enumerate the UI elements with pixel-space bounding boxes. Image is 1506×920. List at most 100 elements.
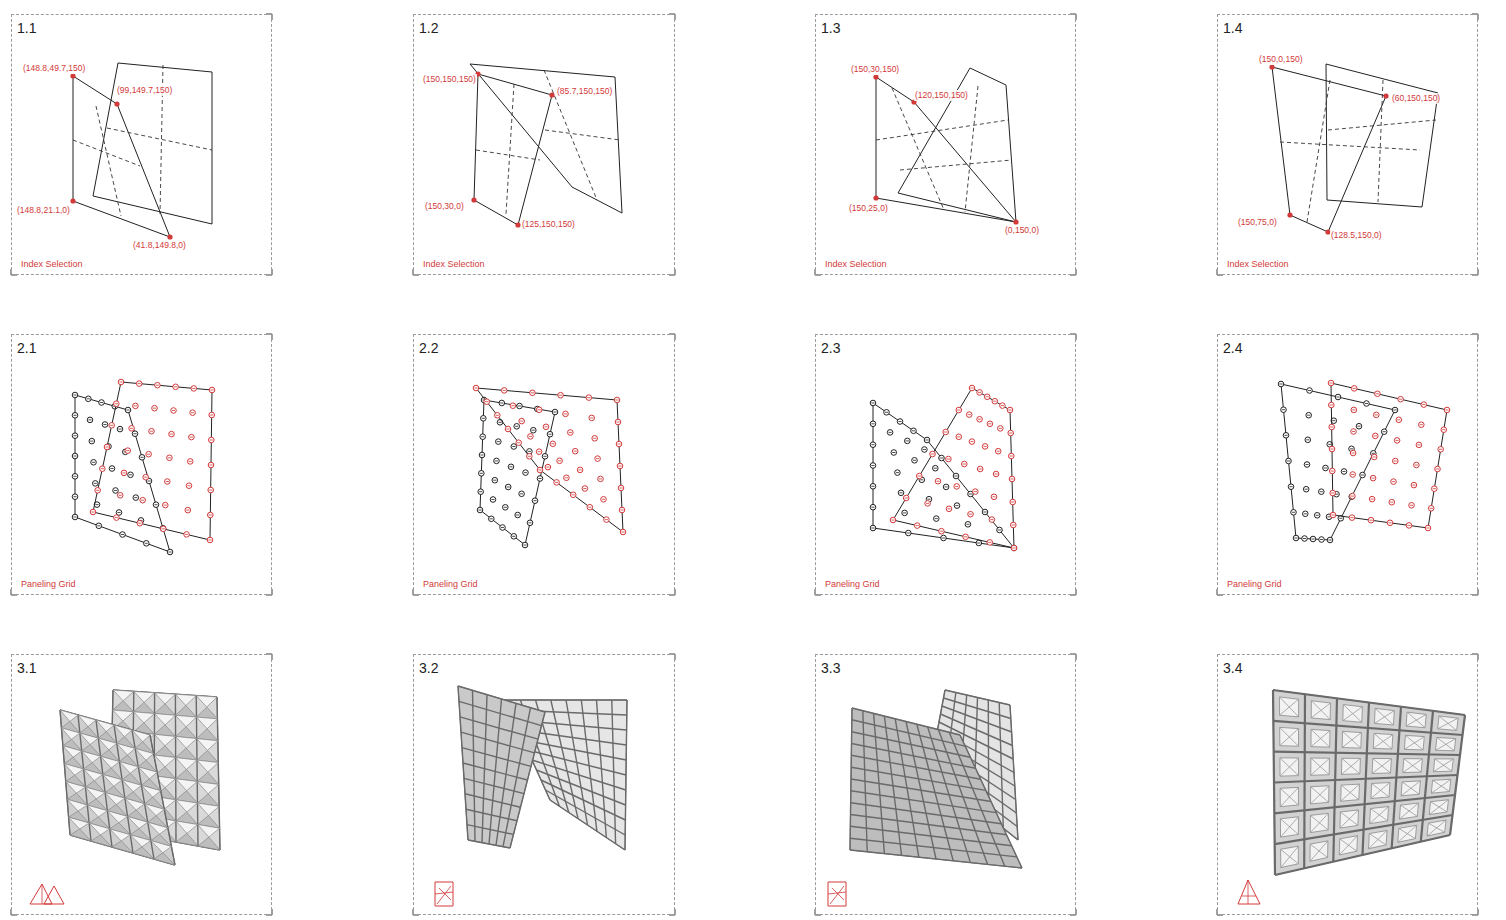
- grid-point: [933, 465, 939, 471]
- grid-point: [998, 426, 1004, 432]
- grid-point-mark: [1012, 548, 1015, 549]
- grid-point-mark: [944, 432, 947, 433]
- lattice-facet: [66, 781, 86, 793]
- panel-number: 3.3: [821, 660, 840, 676]
- grid-point-mark: [1375, 414, 1378, 415]
- grid-point-mark: [187, 485, 190, 486]
- grid-point-mark: [898, 421, 901, 422]
- grid-division: [965, 86, 978, 212]
- lattice-opening: [1280, 817, 1298, 837]
- coordinate-label: (41.8,149.8,0): [132, 240, 187, 251]
- lattice-opening: [1339, 836, 1357, 855]
- lattice-opening: [1280, 787, 1298, 806]
- grid-point: [479, 452, 485, 458]
- grid-point: [497, 420, 503, 426]
- panel-caption: Index Selection: [423, 259, 485, 269]
- grid-point-mark: [134, 497, 137, 498]
- grid-point: [515, 512, 521, 518]
- grid-point: [501, 388, 507, 394]
- lattice-brace: [1280, 729, 1299, 746]
- grid-point-mark: [490, 518, 493, 519]
- lattice-brace: [1427, 820, 1446, 836]
- grid-point-mark: [955, 505, 958, 506]
- lattice-rib: [1274, 752, 1460, 755]
- grid-point-mark: [1376, 393, 1379, 394]
- grid-point: [208, 462, 214, 468]
- lattice-facet: [197, 760, 218, 772]
- lattice-rib: [505, 699, 627, 700]
- grid-point: [510, 403, 516, 409]
- grid-point: [1360, 472, 1366, 478]
- grid-division: [476, 150, 540, 160]
- grid-point-mark: [543, 456, 546, 457]
- grid-point: [531, 427, 537, 433]
- grid-point-mark: [145, 543, 148, 544]
- index-point: [70, 73, 75, 78]
- grid-point: [146, 451, 152, 457]
- grid-point-mark: [96, 490, 99, 491]
- grid-point-mark: [147, 481, 150, 482]
- grid-point-mark: [538, 409, 541, 410]
- grid-point-mark: [931, 454, 934, 455]
- grid-point: [1387, 520, 1393, 526]
- grid-point-mark: [1010, 479, 1013, 480]
- grid-point-mark: [969, 514, 972, 515]
- lattice-facet: [113, 710, 134, 721]
- grid-point: [1008, 430, 1014, 436]
- grid-point-mark: [934, 468, 937, 469]
- grid-point-mark: [1399, 399, 1402, 400]
- lattice-opening: [1431, 779, 1451, 793]
- view-icon: [828, 892, 846, 894]
- grid-point-mark: [168, 552, 171, 553]
- grid-point: [976, 540, 982, 546]
- grid-point-mark: [117, 512, 120, 513]
- grid-point: [1364, 401, 1370, 407]
- grid-point-mark: [1303, 538, 1306, 539]
- lattice-facet: [101, 756, 120, 768]
- lattice-brace: [1340, 810, 1358, 828]
- grid-point-mark: [955, 486, 958, 487]
- grid-point-mark: [1330, 449, 1333, 450]
- panel-outline: [93, 63, 212, 224]
- grid-point: [120, 532, 126, 538]
- grid-point: [1438, 447, 1444, 453]
- grid-point: [939, 528, 945, 534]
- grid-point: [1444, 407, 1450, 413]
- view-icon: [439, 888, 451, 900]
- grid-point: [595, 456, 601, 462]
- grid-point: [95, 488, 101, 494]
- grid-point: [968, 511, 974, 517]
- lattice-facet: [134, 691, 155, 702]
- lattice-rib: [852, 720, 965, 746]
- grid-point-mark: [1012, 548, 1015, 549]
- grid-point-mark: [533, 500, 536, 501]
- lattice-facet: [128, 816, 148, 828]
- grid-point: [185, 507, 191, 513]
- grid-point-mark: [1330, 427, 1333, 428]
- grid-point-mark: [73, 435, 76, 436]
- lattice-facet: [70, 829, 91, 841]
- grid-point: [496, 439, 502, 445]
- grid-point: [570, 492, 576, 498]
- lattice-opening: [1281, 846, 1299, 867]
- lattice-facet: [96, 720, 114, 732]
- grid-point: [1409, 503, 1415, 509]
- lattice-brace: [1438, 718, 1458, 729]
- grid-point: [125, 407, 131, 413]
- grid-point: [490, 497, 496, 503]
- lattice-rib: [528, 750, 627, 775]
- grid-point: [184, 532, 190, 538]
- lattice-rib: [850, 826, 1011, 846]
- grid-point: [489, 516, 495, 522]
- grid-point: [902, 510, 908, 516]
- grid-point: [619, 507, 625, 513]
- lattice-opening: [1373, 733, 1393, 749]
- grid-point-mark: [172, 410, 175, 411]
- grid-point: [953, 473, 959, 479]
- lattice-rib: [468, 840, 510, 848]
- lattice-facet: [80, 733, 98, 745]
- grid-point: [1283, 433, 1289, 439]
- lattice-facet: [98, 738, 116, 750]
- grid-point: [209, 437, 215, 443]
